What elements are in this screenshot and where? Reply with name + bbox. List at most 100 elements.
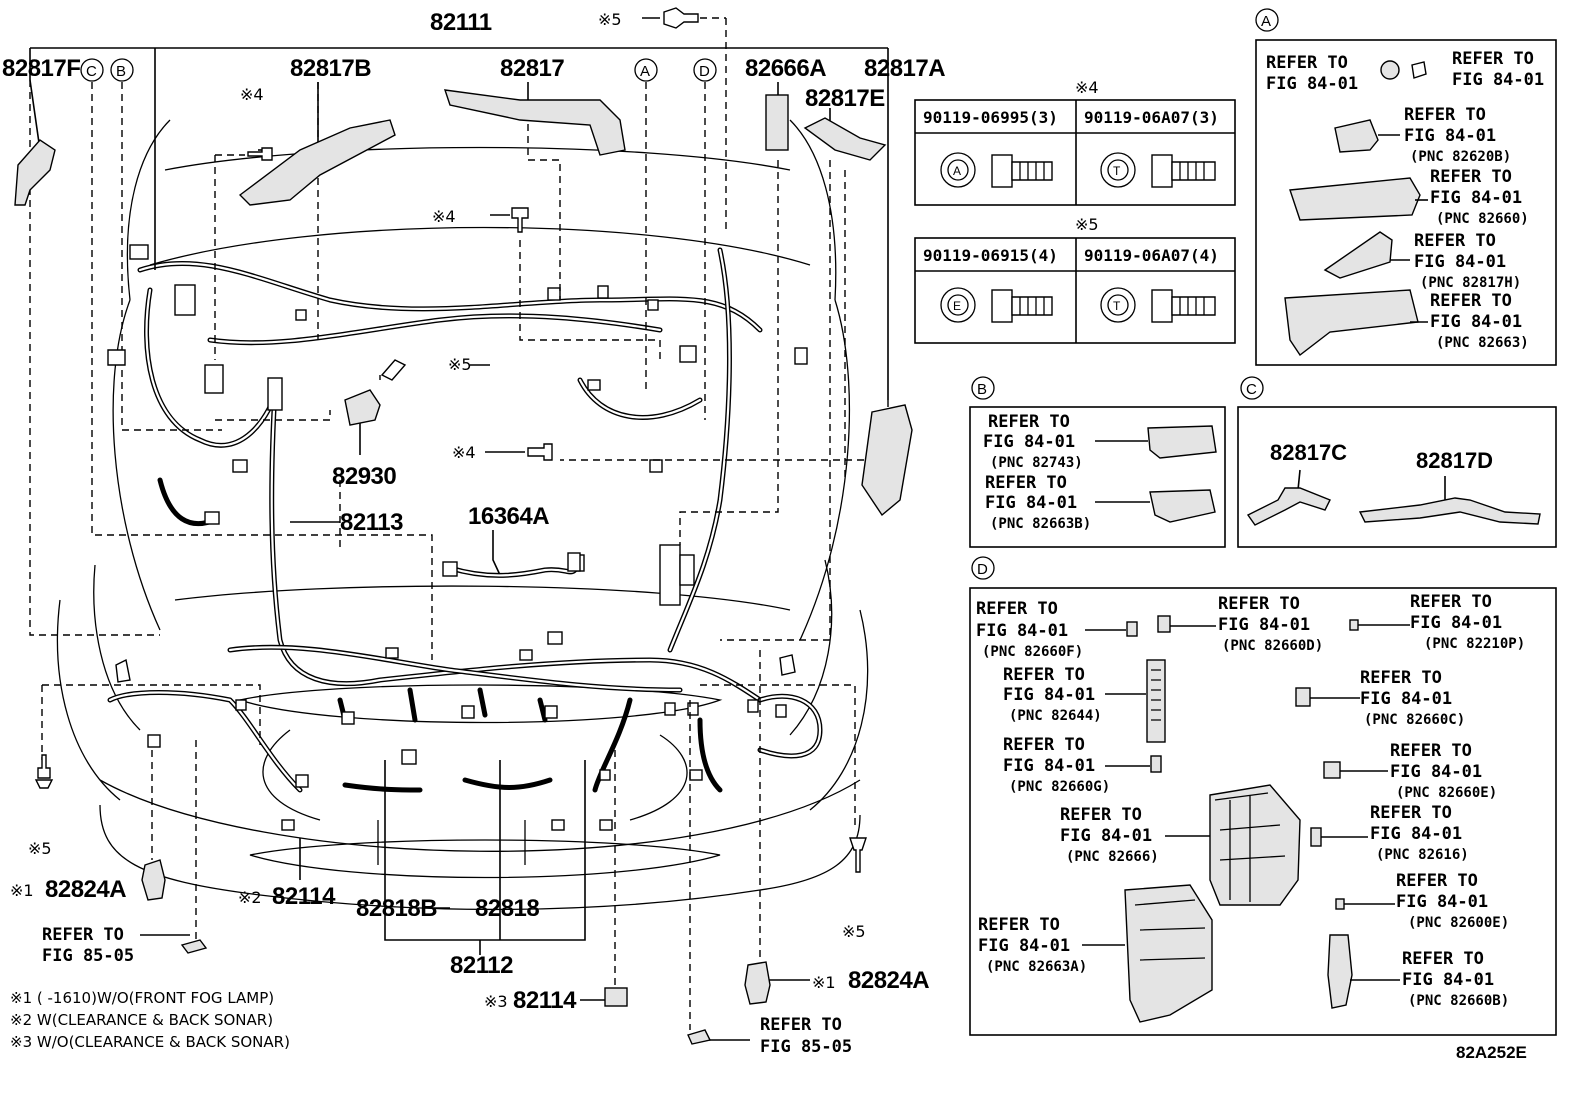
svg-text:REFER TO: REFER TO: [1003, 735, 1085, 755]
pnc-82644: (PNC 82644): [1009, 708, 1102, 724]
footnote-1: ※1 ( -1610)W/O(FRONT FOG LAMP): [10, 989, 274, 1007]
pnc-82660G: (PNC 82660G): [1009, 779, 1110, 795]
main-part-labels: 82111 82817F 82817B 82817 82666A 82817A …: [2, 9, 1527, 1062]
svg-text:REFER TO: REFER TO: [1370, 803, 1452, 823]
svg-text:FIG 84-01: FIG 84-01: [976, 621, 1068, 641]
footnote-2: ※2 W(CLEARANCE & BACK SONAR): [10, 1011, 273, 1029]
pnc-82663A: (PNC 82663A): [986, 959, 1087, 975]
part-label-82817F: 82817F: [2, 55, 80, 82]
detail-box-B: B REFER TO FIG 84-01 (PNC 82743) REFER T…: [969, 376, 1226, 548]
svg-text:REFER TO: REFER TO: [1218, 594, 1300, 614]
part-label-82817E: 82817E: [805, 85, 885, 112]
svg-text:FIG 84-01: FIG 84-01: [1396, 892, 1488, 912]
mark-note4-b: ※4: [432, 207, 456, 226]
part-label-82113: 82113: [340, 509, 403, 536]
svg-text:FIG 84-01: FIG 84-01: [1266, 74, 1358, 94]
part-label-16364A: 16364A: [468, 503, 549, 530]
svg-text:FIG 84-01: FIG 84-01: [978, 936, 1070, 956]
svg-text:REFER TO: REFER TO: [1414, 231, 1496, 251]
svg-text:FIG 84-01: FIG 84-01: [1003, 756, 1095, 776]
refer-to-label-left: REFER TO: [42, 925, 124, 945]
svg-text:C: C: [1246, 381, 1257, 398]
mark-note5-right: ※5: [842, 922, 866, 941]
svg-text:FIG 84-01: FIG 84-01: [1360, 689, 1452, 709]
mark-note1-left: ※1: [10, 881, 34, 900]
svg-text:REFER TO: REFER TO: [988, 412, 1070, 432]
svg-text:REFER TO: REFER TO: [1060, 805, 1142, 825]
svg-text:REFER TO: REFER TO: [1360, 668, 1442, 688]
circle-marker-C: [80, 58, 104, 82]
bolt-part-90119-06A07-3: 90119-06A07(3): [1084, 108, 1219, 127]
svg-text:※5: ※5: [1075, 215, 1099, 234]
bolt-part-90119-06915: 90119-06915(4): [923, 246, 1058, 265]
pnc-82660E: (PNC 82660E): [1396, 785, 1497, 801]
pnc-82743: (PNC 82743): [990, 455, 1083, 471]
svg-text:REFER TO: REFER TO: [1410, 592, 1492, 612]
svg-text:REFER TO: REFER TO: [1003, 665, 1085, 685]
part-label-82666A: 82666A: [745, 55, 826, 82]
pnc-82660B: (PNC 82660B): [1408, 993, 1509, 1009]
svg-text:B: B: [977, 381, 987, 398]
mark-note5-mid: ※5: [448, 355, 472, 374]
svg-text:T: T: [1113, 164, 1121, 178]
solid-leaders: [29, 17, 889, 1041]
svg-text:REFER TO: REFER TO: [1402, 949, 1484, 969]
main-circle-markers: C B A D: [80, 58, 717, 82]
svg-text:※4: ※4: [1075, 78, 1099, 97]
svg-text:FIG 84-01: FIG 84-01: [1452, 70, 1544, 90]
part-label-82817C: 82817C: [1270, 440, 1347, 465]
svg-text:FIG 84-01: FIG 84-01: [1402, 970, 1494, 990]
svg-text:FIG 84-01: FIG 84-01: [1218, 615, 1310, 635]
svg-text:A: A: [640, 63, 650, 80]
svg-text:T: T: [1113, 299, 1121, 313]
illustration-code: 82A252E: [1456, 1043, 1527, 1062]
part-label-82817D: 82817D: [1416, 448, 1493, 473]
svg-text:B: B: [116, 63, 126, 80]
footnotes: ※1 ( -1610)W/O(FRONT FOG LAMP) ※2 W(CLEA…: [10, 989, 290, 1051]
svg-text:FIG 84-01: FIG 84-01: [1060, 826, 1152, 846]
part-label-82111: 82111: [430, 9, 492, 36]
svg-text:REFER TO: REFER TO: [1404, 105, 1486, 125]
pnc-82663B: (PNC 82663B): [990, 516, 1091, 532]
svg-text:FIG 84-01: FIG 84-01: [1414, 252, 1506, 272]
part-label-82818: 82818: [475, 895, 539, 922]
svg-text:D: D: [699, 63, 710, 80]
part-label-82824A-right: 82824A: [848, 967, 929, 994]
mark-note5-left: ※5: [28, 839, 52, 858]
mark-note5-top: ※5: [598, 10, 622, 29]
circle-marker-B: [110, 58, 134, 82]
svg-text:FIG 84-01: FIG 84-01: [1404, 126, 1496, 146]
pnc-82600E: (PNC 82600E): [1408, 915, 1509, 931]
pnc-82616: (PNC 82616): [1376, 847, 1469, 863]
pnc-82660D: (PNC 82660D): [1222, 638, 1323, 654]
pnc-82660F: (PNC 82660F): [982, 644, 1083, 660]
svg-text:FIG 84-01: FIG 84-01: [1430, 312, 1522, 332]
svg-text:REFER TO: REFER TO: [985, 473, 1067, 493]
mark-note1-right: ※1: [812, 973, 836, 992]
pnc-82620B: (PNC 82620B): [1410, 149, 1511, 165]
engine-room-wire-harness: [107, 247, 823, 793]
detail-box-C: C 82817C 82817D: [1237, 376, 1557, 548]
part-label-82824A-left: 82824A: [45, 876, 126, 903]
part-label-82112: 82112: [450, 952, 513, 979]
part-label-82817A: 82817A: [864, 55, 945, 82]
circle-marker-A: [634, 58, 658, 82]
pnc-82210P: (PNC 82210P): [1424, 636, 1525, 652]
bolt-table-note4: ※4 90119-06995(3) 90119-06A07(3) A T: [914, 78, 1236, 206]
pnc-82663: (PNC 82663): [1436, 335, 1529, 351]
pnc-82660C: (PNC 82660C): [1364, 712, 1465, 728]
svg-text:FIG 84-01: FIG 84-01: [1410, 613, 1502, 633]
svg-text:REFER TO: REFER TO: [1430, 291, 1512, 311]
bolt-part-90119-06A07-4: 90119-06A07(4): [1084, 246, 1219, 265]
svg-text:FIG 84-01: FIG 84-01: [1430, 188, 1522, 208]
main-parts: [14, 7, 913, 1045]
mark-note3: ※3: [484, 992, 508, 1011]
pnc-82660: (PNC 82660): [1436, 211, 1529, 227]
svg-text:FIG 84-01: FIG 84-01: [985, 493, 1077, 513]
svg-text:REFER TO: REFER TO: [1266, 53, 1348, 73]
bolt-table-note5: ※5 90119-06915(4) 90119-06A07(4) E T: [914, 215, 1236, 344]
svg-text:REFER TO: REFER TO: [978, 915, 1060, 935]
svg-text:FIG 84-01: FIG 84-01: [1390, 762, 1482, 782]
pnc-82666: (PNC 82666): [1066, 849, 1159, 865]
